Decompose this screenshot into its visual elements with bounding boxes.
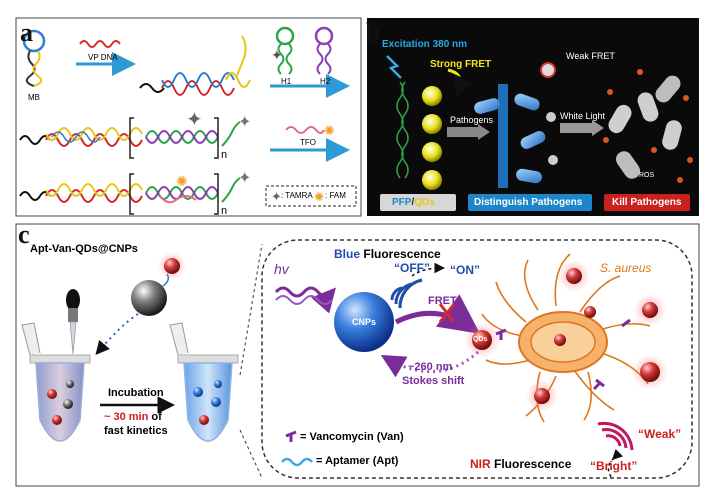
off-label: “OFF”	[394, 261, 430, 275]
vancomycin-legend-label: = Vancomycin (Van)	[300, 431, 404, 443]
cnp-large-sphere	[334, 292, 394, 352]
weak-fret-label: Weak FRET	[566, 51, 615, 61]
qd-spheres-on-cell	[464, 260, 668, 412]
cnp-probe-sphere	[131, 280, 167, 316]
aptamer-legend-icon	[281, 457, 313, 467]
vp-dna-strand	[79, 40, 121, 48]
fam-mark-tfo: ✺	[324, 123, 335, 138]
tamra-mark-row2b: ✦	[238, 114, 251, 131]
qd-spheres-yellow	[422, 86, 442, 190]
tube-1	[21, 322, 91, 442]
distinguish-label: Distinguish Pathogens	[474, 197, 583, 208]
nir-fluorescence-label: NIR Fluorescence	[470, 457, 572, 471]
lightning-icon	[386, 55, 402, 79]
vancomycin-markers	[495, 318, 631, 391]
duplex-row2	[19, 117, 241, 159]
aptamer-legend-label: = Aptamer (Apt)	[316, 455, 399, 467]
panel-a-legend	[265, 185, 357, 207]
s-aureus-cell	[481, 253, 651, 423]
h1-hairpin-icon	[275, 26, 295, 75]
tamra-mark-row2: ✦	[186, 109, 203, 131]
duplex-row1	[139, 35, 251, 96]
molecular-beacon-icon	[22, 29, 46, 87]
mb-label: MB	[28, 93, 40, 102]
excitation-label: Excitation 380 nm	[382, 39, 468, 50]
hv-wave-arrow	[274, 286, 336, 314]
duplex-row3	[19, 173, 241, 215]
pathogens-label: Pathogens	[450, 115, 494, 125]
h2-label: H2	[320, 77, 331, 86]
fast-kinetics-label: fast kinetics	[104, 425, 168, 437]
distinguish-box	[468, 194, 592, 211]
stokes-nm-label: ~260 nm	[408, 361, 453, 373]
kill-box	[604, 194, 690, 211]
weak-label: “Weak”	[638, 427, 682, 441]
off-on-arrow	[411, 262, 445, 277]
fret-label: FRET	[428, 295, 457, 307]
panel-label-c: c	[18, 220, 30, 249]
tube-2	[169, 322, 239, 442]
repeat-n-row3: n	[221, 205, 228, 217]
pfp-qds-label: PFP/QDs	[392, 197, 435, 208]
bright-weak-arrow	[607, 448, 624, 479]
on-label: “ON”	[450, 263, 480, 277]
h1-label: H1	[281, 77, 292, 86]
dropper-icon	[66, 289, 80, 355]
strong-fret-label: Strong FRET	[430, 59, 492, 70]
pathogen-wall	[498, 84, 508, 188]
killed-pathogens	[608, 75, 682, 179]
cnps-label: CNPs	[352, 317, 377, 327]
tfo-strand	[285, 126, 325, 134]
svg-text:✦: ✦	[271, 47, 283, 63]
dotted-arrow-add	[95, 313, 139, 356]
blue-fluorescence-label: Blue Fluorescence	[334, 247, 441, 261]
ros-label: ROS	[639, 172, 655, 179]
fam-mark-row3: ✺	[176, 173, 188, 189]
quencher-icon	[540, 62, 556, 78]
panel-a-frame	[15, 17, 362, 217]
repeat-n-row2: n	[221, 149, 228, 161]
s-aureus-label: S. aureus	[600, 261, 652, 275]
zoom-box	[261, 239, 693, 479]
hv-label: hv	[274, 261, 289, 277]
fam-legend-icon: ✺	[314, 190, 324, 204]
strong-fret-arrow	[447, 68, 474, 98]
fret-arrow	[394, 294, 481, 334]
pathogen-rods	[474, 93, 546, 184]
nir-emission-arcs	[601, 428, 628, 449]
panel-label-b: b	[366, 18, 381, 47]
pfp-qds-box	[380, 194, 456, 211]
pfp-chain	[396, 81, 409, 179]
stokes-shift-label: Stokes shift	[402, 375, 465, 387]
tamra-legend-label: : TAMRA	[281, 191, 313, 200]
tamra-legend-icon: ✦	[271, 189, 282, 204]
vancomycin-legend-icon	[285, 430, 297, 442]
fam-legend-label: : FAM	[325, 191, 346, 200]
ros-dots	[603, 69, 693, 183]
probe-name-label: Apt-Van-QDs@CNPs	[30, 243, 138, 255]
h2-hairpin-icon	[314, 26, 334, 75]
bright-label: “Bright”	[590, 459, 638, 473]
tamra-mark-row3: ✦	[238, 170, 251, 187]
panel-label-a: a	[20, 18, 33, 47]
time-label: ~ 30 min of	[104, 411, 162, 423]
vp-dna-label: VP DNA	[88, 53, 118, 62]
tfo-label: TFO	[300, 138, 316, 147]
kill-label: Kill Pathogens	[612, 197, 682, 208]
stokes-arrow	[380, 350, 480, 378]
fret-cross-icon	[438, 303, 456, 323]
white-light-label: White Light	[560, 111, 606, 121]
incubation-label: Incubation	[108, 387, 164, 399]
qds-label: QDs	[473, 336, 488, 343]
zoom-lines	[239, 243, 263, 479]
qd-sphere-small	[164, 258, 180, 274]
